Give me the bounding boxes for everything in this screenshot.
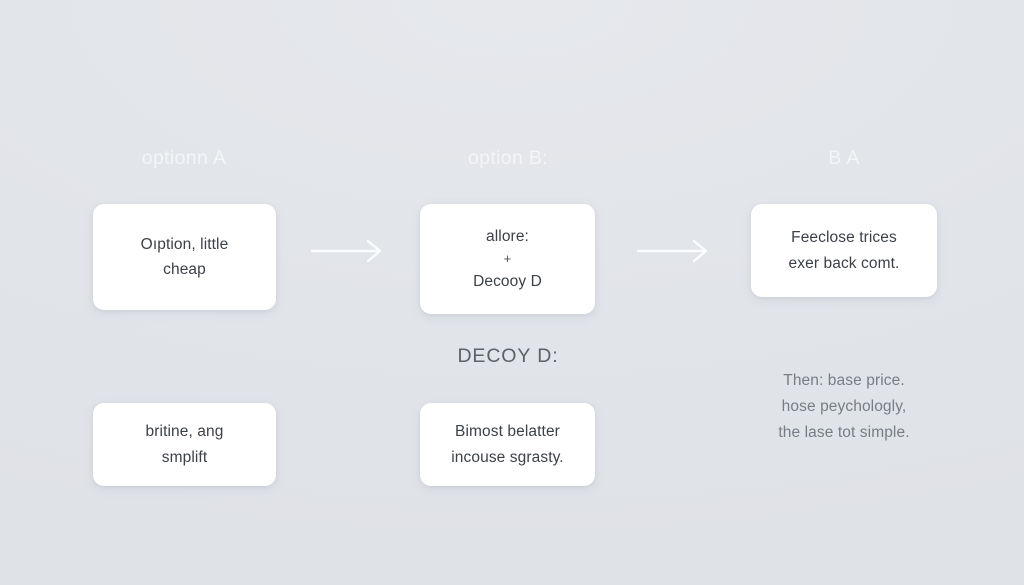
card-option-b-primary: allore: + Decooy D bbox=[420, 204, 595, 314]
card-option-b-primary-line-1: allore: bbox=[486, 228, 529, 246]
column-header-option-b: option B: bbox=[467, 147, 549, 169]
decoy-sub-header: DECOY D: bbox=[457, 345, 559, 367]
card-result-primary: Feeclose trices exer back comt. bbox=[751, 204, 937, 297]
column-header-result: B A bbox=[828, 147, 860, 169]
arrow-right-icon bbox=[636, 239, 708, 263]
card-option-a-secondary-line-2: smplift bbox=[161, 448, 208, 466]
card-option-a-primary-line-2: cheap bbox=[163, 261, 206, 278]
column-header-option-a: optionn A bbox=[141, 147, 227, 169]
card-option-a-primary-line-1: Oıption, little bbox=[140, 235, 229, 253]
arrow-right-icon bbox=[310, 239, 382, 263]
card-option-b-primary-plus: + bbox=[503, 251, 512, 267]
card-option-a-primary: Oıption, little cheap bbox=[93, 204, 276, 310]
arrow-right-icon-b-to-c bbox=[636, 238, 712, 269]
closing-note-line-3: the lase tot simple. bbox=[778, 424, 910, 442]
closing-note: Then: base price. hose peychologly, the … bbox=[744, 368, 944, 446]
card-option-b-secondary-line-1: Bimost belatter bbox=[455, 423, 560, 441]
closing-note-line-2: hose peychologly, bbox=[781, 398, 907, 416]
card-result-primary-line-2: exer back comt. bbox=[788, 254, 900, 272]
card-option-a-secondary: britine, ang smplift bbox=[93, 403, 276, 486]
card-option-a-secondary-line-1: britine, ang bbox=[145, 423, 224, 441]
card-option-b-secondary: Bimost belatter incouse sgrasty. bbox=[420, 403, 595, 486]
arrow-right-icon-a-to-b bbox=[310, 238, 386, 269]
card-option-b-secondary-line-2: incouse sgrasty. bbox=[451, 448, 564, 466]
card-result-primary-line-1: Feeclose trices bbox=[791, 229, 897, 247]
card-option-b-primary-line-3: Decooy D bbox=[473, 272, 542, 290]
closing-note-line-1: Then: base price. bbox=[783, 372, 905, 389]
